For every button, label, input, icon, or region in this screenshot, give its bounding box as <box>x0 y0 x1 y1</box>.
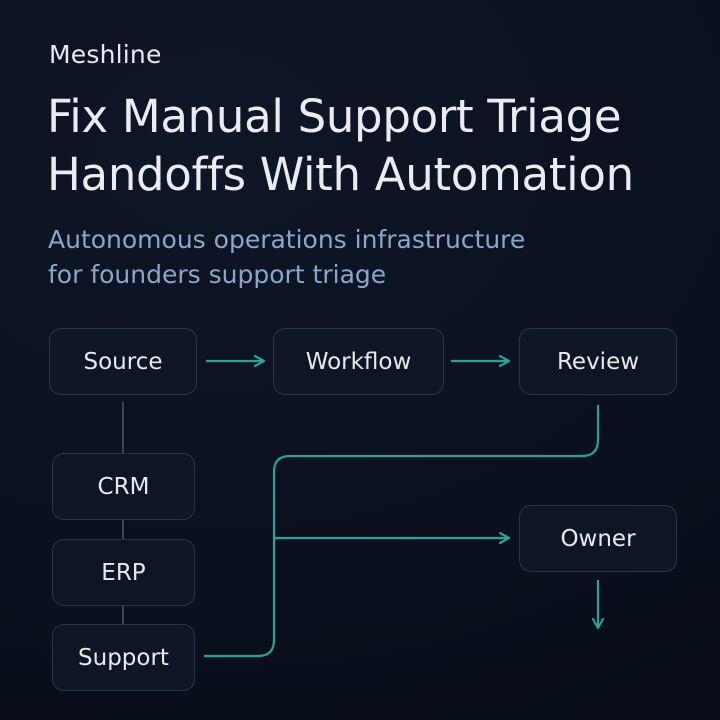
node-workflow[interactable]: Workflow <box>273 328 444 395</box>
node-erp[interactable]: ERP <box>52 539 195 606</box>
node-owner[interactable]: Owner <box>519 505 677 572</box>
node-support-label: Support <box>78 644 169 671</box>
node-erp-label: ERP <box>101 559 146 586</box>
node-review[interactable]: Review <box>519 328 677 395</box>
node-crm-label: CRM <box>97 473 150 500</box>
subtitle: Autonomous operations infrastructure for… <box>48 222 525 292</box>
page-title-line-1: Fix Manual Support Triage <box>47 90 622 143</box>
node-workflow-label: Workflow <box>305 348 412 375</box>
connector-review-loop <box>204 405 600 658</box>
subtitle-line-1: Autonomous operations infrastructure <box>48 225 526 254</box>
node-review-label: Review <box>556 348 640 375</box>
node-source[interactable]: Source <box>49 328 197 395</box>
node-support[interactable]: Support <box>52 624 195 691</box>
node-crm[interactable]: CRM <box>52 453 195 520</box>
brand-name: Meshline <box>49 40 162 69</box>
node-owner-label: Owner <box>560 525 636 552</box>
page-title-line-2: Handoffs With Automation <box>47 148 634 201</box>
subtitle-line-2: for founders support triage <box>48 260 387 289</box>
page-title: Fix Manual Support Triage Handoffs With … <box>47 88 717 204</box>
node-source-label: Source <box>83 348 163 375</box>
